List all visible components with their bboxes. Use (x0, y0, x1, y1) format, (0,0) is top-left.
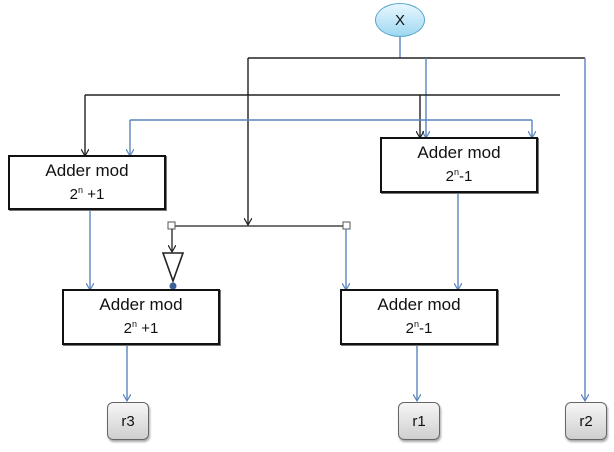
adder-block-top-left: Adder mod 2n +1 (8, 155, 166, 210)
block-title: Adder mod (99, 295, 183, 314)
inverter-symbol (161, 252, 185, 284)
block-title: Adder mod (45, 160, 129, 180)
junction-right (342, 221, 351, 230)
output-r2: r2 (565, 402, 607, 440)
inverter-bubble (169, 282, 177, 290)
output-r3-label: r3 (121, 412, 135, 430)
output-r1: r1 (398, 402, 440, 440)
block-modulus: 2n +1 (123, 319, 159, 338)
block-modulus: 2n-1 (405, 319, 433, 338)
output-r2-label: r2 (579, 412, 593, 430)
input-node-label: X (394, 11, 405, 29)
adder-block-top-right: Adder mod 2n-1 (380, 137, 538, 193)
junction-left (167, 221, 176, 230)
block-modulus: 2n +1 (69, 184, 105, 203)
output-r1-label: r1 (412, 412, 426, 430)
block-title: Adder mod (377, 295, 461, 314)
adder-block-bottom-left: Adder mod 2n +1 (62, 289, 220, 345)
adder-block-bottom-right: Adder mod 2n-1 (340, 289, 498, 345)
output-r3: r3 (107, 402, 149, 440)
input-node-x: X (375, 3, 425, 37)
block-title: Adder mod (417, 143, 501, 162)
block-modulus: 2n-1 (445, 167, 473, 186)
